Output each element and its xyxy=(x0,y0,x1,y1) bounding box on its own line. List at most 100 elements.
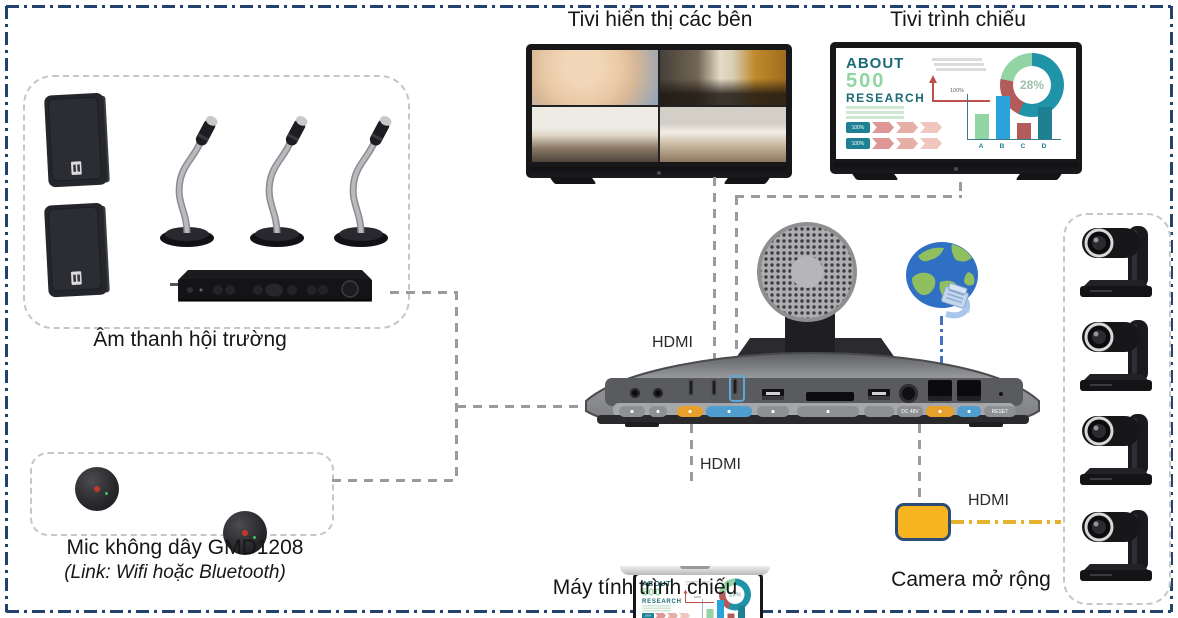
donut-chart: 28% xyxy=(719,578,751,611)
reset-hole xyxy=(999,392,1003,396)
ptz-camera xyxy=(1080,414,1152,485)
sd-tag xyxy=(797,406,859,417)
internet-globe-icon xyxy=(906,242,978,319)
mic-mute-led xyxy=(94,486,100,492)
laptop-base xyxy=(620,566,770,575)
remote-party-4 xyxy=(660,107,786,162)
trend-arrow-icon xyxy=(929,75,937,83)
remote-party-2 xyxy=(660,50,786,105)
hdmi1-tag xyxy=(677,406,703,417)
line-tv-presentation-hdmi-run xyxy=(735,195,962,198)
wall-speaker xyxy=(44,92,110,188)
lan-port-1 xyxy=(928,380,952,401)
mic-tag-icon xyxy=(649,406,667,417)
remote-party-3 xyxy=(532,107,658,162)
line-codec-to-switcher xyxy=(918,424,921,504)
speaker-tag-icon xyxy=(619,406,645,417)
tv-logo xyxy=(954,167,958,171)
tv-foot xyxy=(723,177,771,184)
hdmi-label-laptop: HDMI xyxy=(700,456,741,473)
reset-tag: RESET xyxy=(984,406,1016,417)
chevron-row: 100% xyxy=(846,122,942,133)
mic-power-led xyxy=(252,535,256,539)
tv-foot xyxy=(1015,173,1063,180)
wireless-mic-label: Mic không dây GMD1208 xyxy=(66,536,304,559)
bar-chart xyxy=(967,94,1061,140)
usb-port-2 xyxy=(868,389,890,400)
dc-power-port xyxy=(899,384,918,403)
audio-in-jack xyxy=(653,388,663,398)
frame-bottom xyxy=(6,610,1172,613)
mic-mute-led xyxy=(242,530,248,536)
ptz-camera xyxy=(1080,510,1152,581)
slide-infographic: ABOUT 500 RESEARCH 28% 100% 100% 100% xyxy=(836,48,1072,158)
hdmi-port-3 xyxy=(732,378,738,395)
wireless-mic-sublabel: (Link: Wifi hoặc Bluetooth) xyxy=(64,562,286,583)
lan2-tag xyxy=(957,406,981,417)
donut-chart: 28% xyxy=(1000,53,1064,117)
tv-foot xyxy=(851,173,899,180)
usb-port-1 xyxy=(762,389,784,400)
line-junction-to-codec xyxy=(457,405,587,408)
frame-top xyxy=(6,5,1172,8)
tv-presentation: ABOUT 500 RESEARCH 28% 100% 100% 100% xyxy=(830,42,1082,174)
slide-infographic-laptop: ABOUT 500 RESEARCH 28% 100% 100% 100% xyxy=(637,576,755,618)
sd-card-slot xyxy=(806,392,854,401)
slide-word-1: ABOUT xyxy=(846,55,905,72)
line-amp-to-junction xyxy=(390,291,457,294)
frame-right xyxy=(1170,6,1173,612)
audio-section-label: Âm thanh hội trường xyxy=(93,328,287,351)
audio-amplifier xyxy=(170,270,372,302)
wireless-puck-mic xyxy=(75,467,119,511)
chevron-row: 100% xyxy=(846,138,942,149)
line-junction-vertical xyxy=(455,291,458,482)
wall-speaker xyxy=(44,202,110,298)
frame-left xyxy=(5,6,8,612)
gooseneck-mic xyxy=(334,116,392,247)
hdmi-port-2 xyxy=(711,379,717,396)
hdmi-label-expansion: HDMI xyxy=(968,492,1009,509)
line-internet-lan xyxy=(940,316,943,398)
laptop-label: Máy tính trình chiếu xyxy=(552,576,738,599)
mic-power-led xyxy=(104,491,108,495)
usb2-tag xyxy=(864,406,894,417)
gooseneck-mic xyxy=(250,116,308,247)
donut-center-label: 28% xyxy=(1013,66,1051,104)
tv-parties-label: Tivi hiển thị các bên xyxy=(567,8,753,31)
video-call-grid xyxy=(532,50,786,162)
ethernet-plug-icon xyxy=(941,282,969,309)
tv-presentation-label: Tivi trình chiếu xyxy=(890,8,1026,31)
audio-out-jack xyxy=(630,388,640,398)
tv-logo xyxy=(657,171,661,175)
slide-word-2: 500 xyxy=(846,70,886,92)
bar-axis-max: 100% xyxy=(950,88,965,94)
tv-parties-screen xyxy=(532,50,786,162)
line-tv-presentation-hdmi-drop xyxy=(735,196,738,384)
tv-parties xyxy=(526,44,792,178)
laptop-screen: ABOUT 500 RESEARCH 28% 100% 100% 100% xyxy=(633,572,763,618)
gooseneck-mic xyxy=(160,116,218,247)
hdmi-label-main: HDMI xyxy=(652,334,693,351)
slide-word-3: RESEARCH xyxy=(846,91,926,105)
line-switcher-to-cameras xyxy=(951,520,1061,524)
tv-foot xyxy=(549,177,597,184)
hdmi23-tag xyxy=(706,406,752,417)
lan-port-2 xyxy=(957,380,981,401)
ptz-camera xyxy=(1080,320,1152,391)
remote-party-1 xyxy=(532,50,658,105)
line-tv-parties-hdmi xyxy=(713,177,716,383)
line-mic-to-junction xyxy=(332,479,456,482)
wireless-puck-mic xyxy=(223,511,267,555)
ptz-camera xyxy=(1080,226,1152,297)
usb1-tag xyxy=(757,406,789,417)
hdmi-switcher-box xyxy=(895,503,951,541)
lan1-tag xyxy=(926,406,954,417)
line-tv-presentation-hdmi-rise xyxy=(959,182,962,196)
expansion-cameras-label: Camera mở rộng xyxy=(891,568,1051,591)
line-laptop-hdmi xyxy=(690,424,693,482)
hdmi-port-3-highlight xyxy=(729,375,745,402)
dc-tag: DC 48V xyxy=(897,406,923,417)
bar-chart xyxy=(702,599,750,618)
